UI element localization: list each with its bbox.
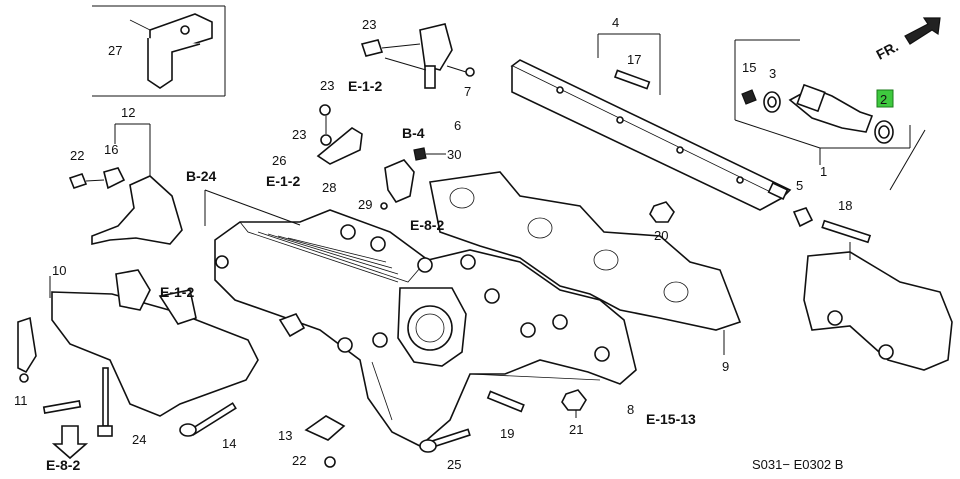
callout-2: 2 [880,92,887,107]
callout-labels: 27 23 23 23 15 3 2 4 17 12 22 16 26 30 7… [14,15,887,472]
callout-10: 10 [52,263,66,278]
callout-19: 19 [500,426,514,441]
callout-15: 15 [742,60,756,75]
ref-e-8-2: E-8-2 [410,217,444,233]
front-direction-label: FR. [873,38,900,63]
callout-29: 29 [358,197,372,212]
collar-5 [792,207,814,228]
bracket-12 [68,123,183,245]
bolt-14 [179,402,237,437]
callout-26: 26 [272,153,286,168]
callout-3: 3 [769,66,776,81]
callout-13: 13 [278,428,292,443]
callout-5: 5 [796,178,803,193]
callout-16: 16 [104,142,118,157]
ref-b-24: B-24 [186,168,217,184]
engine-detail-right [803,242,953,371]
bracket-10 [17,269,259,417]
callout-23: 23 [320,78,334,93]
bracket-26 [316,104,363,165]
highlight-part-2 [876,89,894,108]
callout-14: 14 [222,436,236,451]
callout-8: 8 [627,402,634,417]
callout-4: 4 [612,15,619,30]
callout-23: 23 [292,127,306,142]
fuel-pressure-regulator [360,23,475,89]
ref-e-8-2: E-8-2 [46,457,80,473]
stud-19 [486,390,525,413]
callout-30: 30 [447,147,461,162]
ref-b-4: B-4 [402,125,425,141]
inset-part-27 [92,5,226,97]
callout-9: 9 [722,359,729,374]
bracket-13 [304,415,346,468]
callout-28: 28 [322,180,336,195]
callout-22: 22 [292,453,306,468]
callout-23: 23 [362,17,376,32]
injector-cluster [734,39,926,191]
drawing-code: S031− E0302 B [752,457,843,472]
gasket-9 [429,171,742,355]
callout-24: 24 [132,432,146,447]
callout-6: 6 [454,118,461,133]
callout-12: 12 [121,105,135,120]
front-direction-arrow [904,17,941,45]
callout-25: 25 [447,457,461,472]
callout-20: 20 [654,228,668,243]
sensor-28 [380,147,446,210]
reference-labels: E-1-2 B-4 B-24 E-1-2 E-8-2 E-1-2 E-15-13… [46,78,696,473]
bolt-24 [42,367,113,437]
arrow-e-8-2 [51,425,89,460]
fuel-rail [510,33,792,211]
ref-e-1-2: E-1-2 [160,284,194,300]
ref-e-1-2: E-1-2 [266,173,300,189]
bolt-25 [419,428,471,453]
stud-17 [613,69,651,90]
stud-18 [821,219,872,244]
callout-22: 22 [70,148,84,163]
nut-20 [649,201,675,223]
callout-27: 27 [108,43,122,58]
callout-17: 17 [627,52,641,67]
callout-21: 21 [569,422,583,437]
callout-1: 1 [820,164,827,179]
ref-e-1-2: E-1-2 [348,78,382,94]
callout-11: 11 [14,393,28,408]
callout-7: 7 [464,84,471,99]
callout-18: 18 [838,198,852,213]
intake-manifold [204,189,637,447]
ref-e-15-13: E-15-13 [646,411,696,427]
nut-21 [561,389,587,418]
